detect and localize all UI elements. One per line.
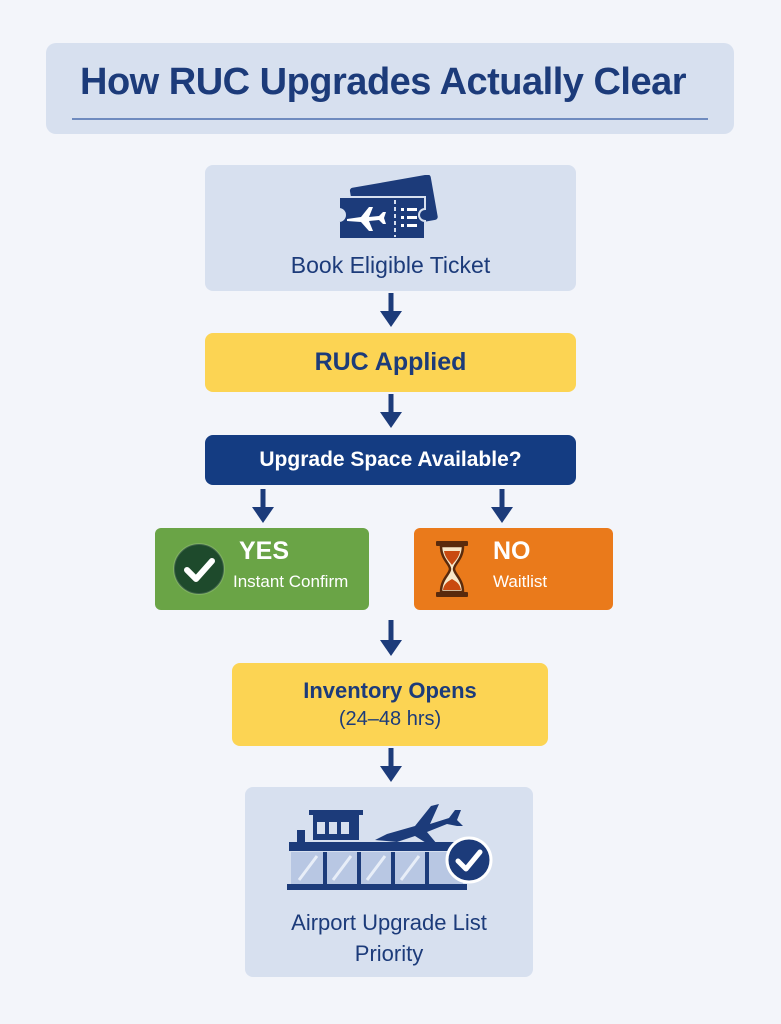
arrow-down-yes (252, 489, 274, 523)
arrow-down (380, 620, 402, 656)
title-underline (72, 118, 708, 120)
page-title: How RUC Upgrades Actually Clear (80, 61, 687, 103)
arrow-down-no (491, 489, 513, 523)
option-no-subtitle: Waitlist (493, 572, 548, 591)
hourglass-icon (436, 541, 468, 597)
step-ruc-applied: RUC Applied (205, 333, 576, 392)
ticket-icon (338, 175, 438, 240)
arrow-down (380, 394, 402, 428)
step-airport-label-line1: Airport Upgrade List (291, 910, 487, 935)
decision-label: Upgrade Space Available? (259, 448, 522, 471)
option-yes-title: YES (239, 537, 290, 565)
step-inventory-label: Inventory Opens (303, 677, 477, 703)
option-yes-subtitle: Instant Confirm (233, 572, 349, 591)
option-yes: YES Instant Confirm (155, 528, 369, 610)
title-banner: How RUC Upgrades Actually Clear (46, 43, 734, 134)
option-no: NO Waitlist (414, 528, 613, 610)
step-inventory-opens: Inventory Opens (24–48 hrs) (232, 663, 548, 746)
arrow-down (380, 748, 402, 782)
step-ruc-applied-label: RUC Applied (314, 348, 467, 376)
check-circle-icon (173, 543, 225, 595)
step-book-ticket-label: Book Eligible Ticket (290, 252, 491, 278)
option-no-title: NO (493, 537, 531, 565)
step-airport-label-line2: Priority (354, 941, 424, 966)
decision-upgrade-space: Upgrade Space Available? (205, 435, 576, 485)
airport-upgrade-icon (287, 804, 493, 890)
step-airport-label: Airport Upgrade List Priority (245, 907, 533, 969)
arrow-down (380, 293, 402, 327)
step-inventory-sublabel: (24–48 hrs) (338, 707, 442, 730)
